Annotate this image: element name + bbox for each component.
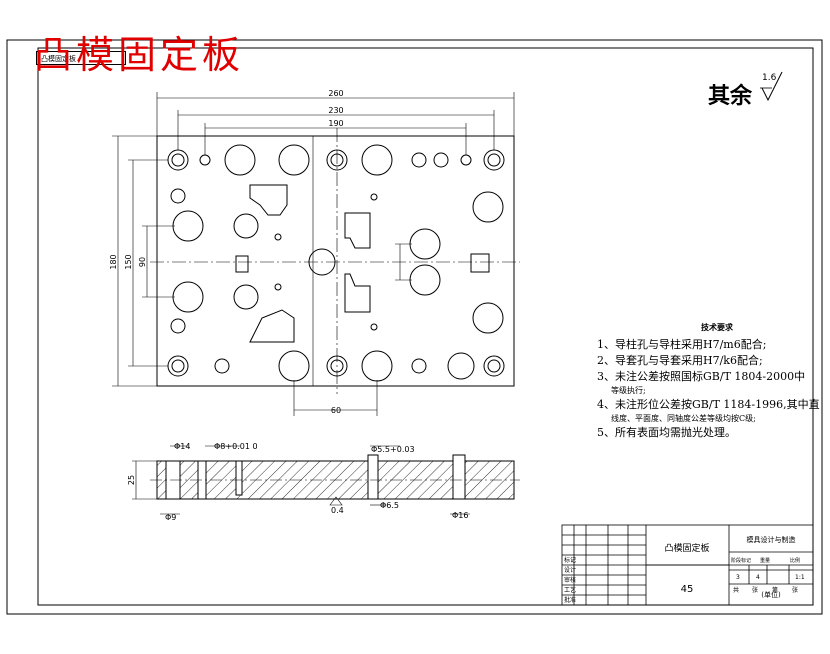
drawing-title: 凸模固定板 (34, 33, 245, 77)
tb-sheet-1: 共 (733, 586, 739, 594)
tb-row-3: 审核 (564, 576, 576, 584)
sec-dim-d4: Φ9 (165, 513, 176, 522)
tb-row-5: 批准 (564, 596, 576, 604)
technical-notes: 技术要求 1、导柱孔与导柱采用H7/m6配合; 2、导套孔与导套采用H7/k6配… (597, 322, 820, 441)
top-view (150, 128, 520, 394)
sec-dim-d5: Φ6.5 (380, 501, 399, 510)
sec-dim-d3: Φ5.5+0.03 (371, 445, 415, 454)
note-3b: 等级执行; (611, 386, 646, 395)
section-view (150, 454, 520, 500)
tb-material: 45 (681, 584, 694, 595)
section-dimensions (132, 445, 470, 515)
title-tag: 凸模固定板 (36, 51, 126, 65)
tb-school: 模具设计与制造 (747, 535, 796, 544)
sec-dim-height: 25 (127, 475, 136, 485)
note-2: 2、导套孔与导套采用H7/k6配合; (597, 354, 763, 367)
title-block (561, 524, 814, 606)
sec-dim-d6: Φ16 (452, 511, 468, 520)
tb-scale-label-3: 比例 (790, 557, 800, 564)
tb-sheet-2: 张 (752, 586, 758, 594)
tb-row-1: 标记 (564, 556, 576, 564)
plate-outline (156, 135, 515, 387)
sec-dim-d1: Φ14 (174, 442, 190, 451)
tb-scale-value-2: 4 (756, 574, 760, 581)
tb-scale-value-1: 3 (736, 574, 740, 581)
dim-hole-span-1: 230 (328, 106, 343, 115)
dim-height-2: 150 (124, 254, 133, 269)
inner-border (37, 47, 814, 606)
guide-hole (167, 149, 189, 171)
sec-dim-d2: Φ8+0.01 0 (214, 442, 258, 451)
tb-sheet-3: 第 (772, 586, 778, 594)
note-3: 3、未注公差按照国标GB/T 1804-2000中 (597, 370, 806, 383)
note-1: 1、导柱孔与导柱采用H7/m6配合; (597, 338, 767, 351)
roughness-symbol-icon (761, 71, 783, 102)
tb-part-name: 凸模固定板 (664, 542, 709, 554)
tb-scale-label-2: 重量 (760, 557, 770, 564)
dim-height-3: 90 (138, 257, 147, 267)
tb-company: (单位) (761, 590, 781, 599)
guide-hole (167, 355, 189, 377)
outer-border (6, 39, 823, 615)
roughness-label: 其余 (708, 83, 753, 109)
note-5: 5、所有表面均需抛光处理。 (597, 426, 736, 439)
dim-overall-width: 260 (328, 89, 343, 98)
dim-bottom-span: 60 (331, 406, 341, 415)
roughness-value: 1.6 (762, 73, 777, 83)
note-4: 4、未注形位公差按GB/T 1184-1996,其中直 (597, 398, 820, 411)
guide-hole (483, 149, 505, 171)
notes-header: 技术要求 (701, 322, 733, 332)
sec-roughness: 0.4 (331, 506, 344, 515)
tb-row-2: 设计 (564, 566, 576, 574)
guide-hole (483, 355, 505, 377)
tb-scale-value-3: 1:1 (795, 574, 805, 581)
dim-overall-height: 180 (109, 254, 118, 269)
top-view-dimensions (112, 92, 515, 416)
tb-row-4: 工艺 (564, 586, 576, 594)
tb-sheet-4: 张 (792, 586, 798, 594)
note-4b: 线度、平面度、同轴度公差等级均按C级; (611, 414, 756, 423)
dim-hole-span-2: 190 (328, 119, 343, 128)
tb-scale-label-1: 阶段标记 (731, 557, 751, 564)
